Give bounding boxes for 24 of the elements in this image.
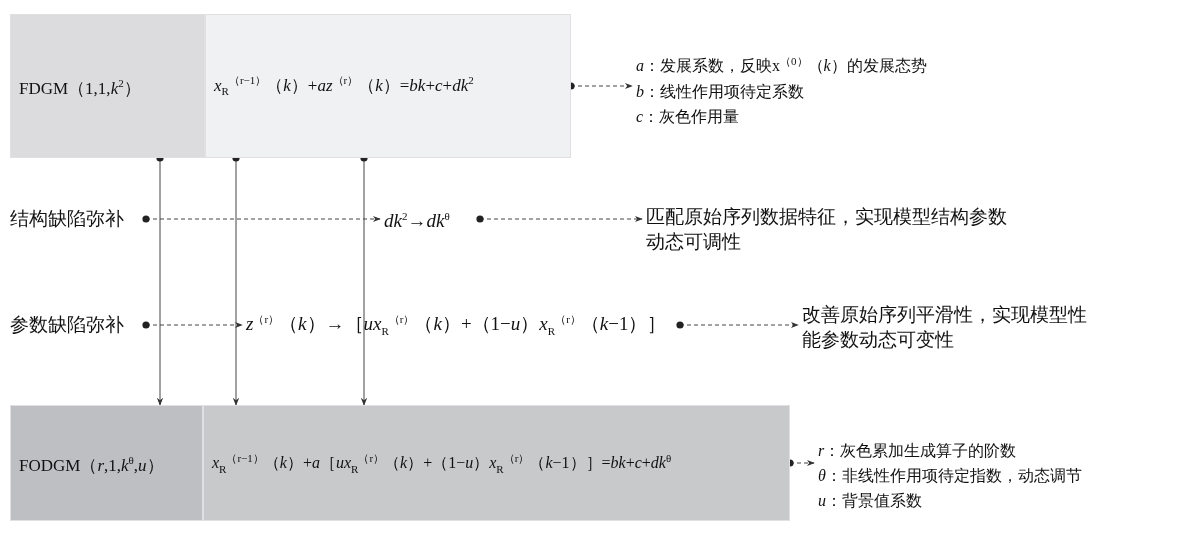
equation-box [205, 14, 571, 158]
note-text: b：线性作用项待定系数 [636, 81, 805, 102]
equation-box [203, 405, 790, 521]
equation: x$_{R}$$^{（r−1）}$（k）+az$^{（r）}$（k）=bk+c+dk$^{2}$ [214, 73, 475, 100]
note-text: θ：非线性作用项待定指数，动态调节 [818, 465, 1083, 486]
formula: z$^{（r）}$（k）→［ux$_{R}$$^{（r）}$（k）+（1−u）x$_{R}$$^{（r）}$（k−1）］ [246, 311, 667, 340]
note-text: c：灰色作用量 [636, 106, 741, 127]
model-name: FODGM（r,1,k$^{θ}$,u） [19, 453, 165, 477]
note-text: u：背景值系数 [818, 490, 923, 511]
note-text: a：发展系数，反映x$^{（0）}$（k）的发展态势 [636, 54, 928, 77]
formula: dk$^{2}$→dk$^{θ}$ [384, 209, 450, 234]
arrow [676, 321, 799, 329]
arrow [142, 321, 243, 329]
note-text: 改善原始序列平滑性，实现模型性能参数动态可变性 [802, 303, 1088, 352]
arrow [476, 215, 643, 223]
note-text: r：灰色累加生成算子的阶数 [818, 440, 1018, 461]
row-label: 参数缺陷弥补 [10, 313, 124, 337]
model-name: FDGM（1,1,k$^{2}$） [19, 76, 142, 100]
arrow [142, 215, 381, 223]
model-name-box [10, 14, 205, 158]
note-text: 匹配原始序列数据特征，实现模型结构参数动态可调性 [646, 205, 1008, 254]
model-name-box [10, 405, 203, 521]
equation: x$_{R}$$^{（r−1）}$（k）+a［ux$_{R}$$^{（r）}$（k）+（1−u）x$_{R}$$^{（r）}$（k−1）］=bk+c+dk$^{θ}$ [212, 450, 673, 477]
row-label: 结构缺陷弥补 [10, 207, 124, 231]
